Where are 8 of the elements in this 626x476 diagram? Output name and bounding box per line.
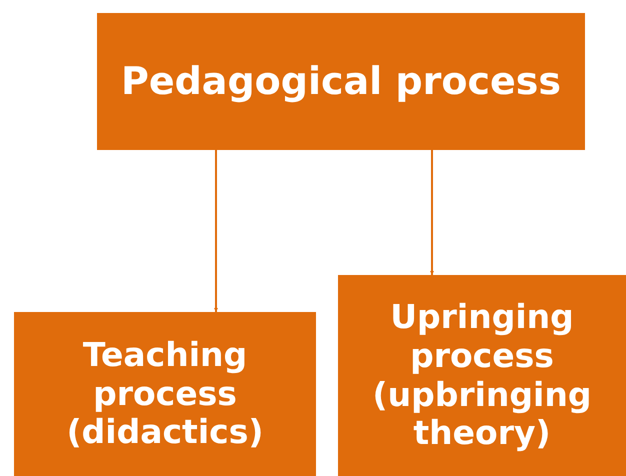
box-label: Upringing process (upbringing theory) [372,298,592,454]
process-box [14,312,316,476]
arrow [214,150,218,312]
process-box [97,13,585,150]
box-label: Pedagogical process [120,59,561,104]
process-box [338,275,626,476]
arrow [430,150,434,275]
box-label: Teaching process (didactics) [66,336,264,452]
